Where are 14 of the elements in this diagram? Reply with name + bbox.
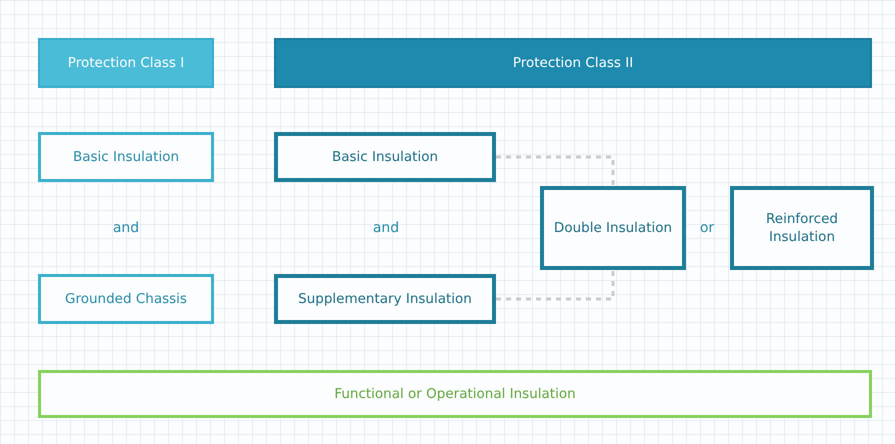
connector-word: and bbox=[372, 220, 400, 236]
connector-word: and bbox=[112, 220, 140, 236]
class-header: Protection Class II bbox=[274, 38, 872, 88]
process-box: Basic Insulation bbox=[38, 132, 214, 182]
process-box: Functional or Operational Insulation bbox=[38, 370, 872, 418]
process-box: Supplementary Insulation bbox=[274, 274, 496, 324]
dotted-connector bbox=[496, 270, 614, 300]
class-header: Protection Class I bbox=[38, 38, 214, 88]
process-box: Basic Insulation bbox=[274, 132, 496, 182]
process-box: Double Insulation bbox=[540, 186, 686, 270]
process-box: Grounded Chassis bbox=[38, 274, 214, 324]
dotted-connector bbox=[496, 156, 614, 186]
process-box: Reinforced Insulation bbox=[730, 186, 874, 270]
connector-word: or bbox=[700, 220, 714, 236]
